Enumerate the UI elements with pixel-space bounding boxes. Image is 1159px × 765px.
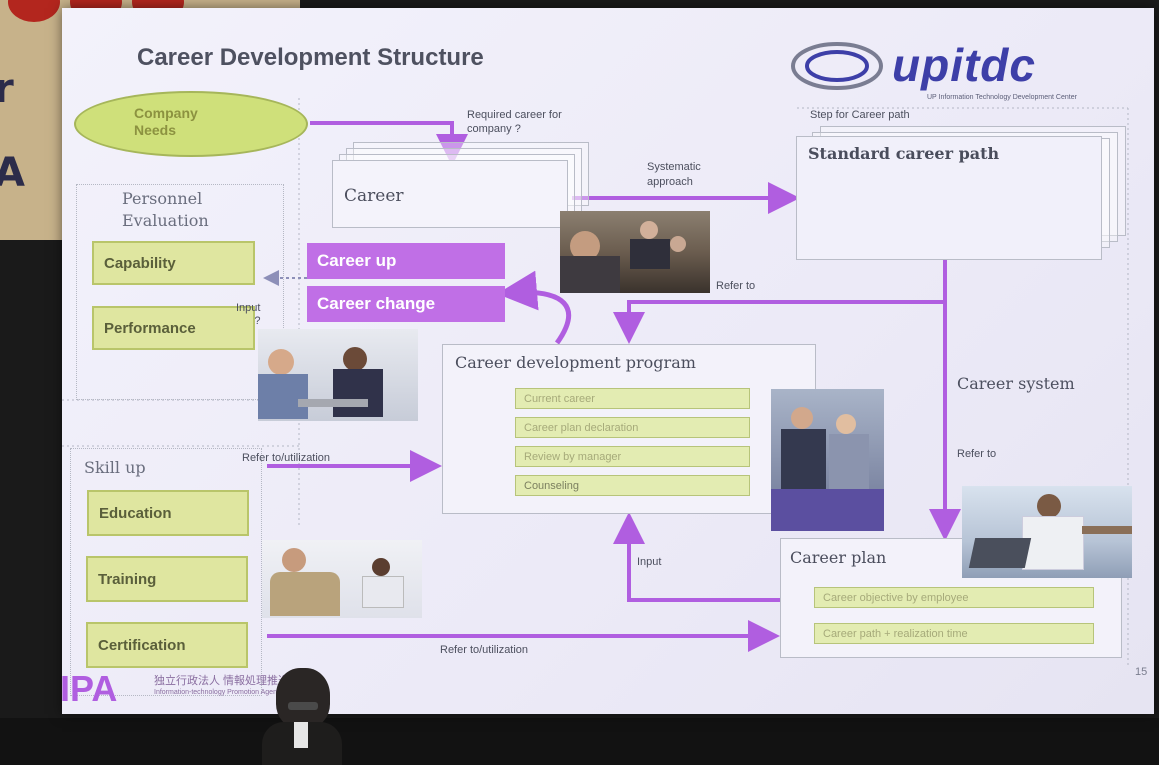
presenter-person bbox=[276, 668, 330, 728]
logo-subtitle: UP Information Technology Development Ce… bbox=[927, 94, 1077, 101]
career-label: Career bbox=[344, 186, 404, 206]
personnel-evaluation-frame bbox=[76, 184, 284, 400]
career-plan-path: Career path + realization time bbox=[814, 623, 1094, 644]
program-item-current-career: Current career bbox=[515, 388, 750, 409]
company-needs-label: Company Needs bbox=[134, 105, 198, 138]
presenter-body bbox=[262, 722, 342, 765]
study-photo bbox=[262, 540, 422, 618]
slide: Career Development Structure upitdc UP I… bbox=[60, 8, 1154, 714]
career-box bbox=[332, 160, 568, 228]
company-needs-ellipse bbox=[74, 91, 308, 157]
career-up-box: Career up bbox=[307, 243, 505, 279]
laptop-photo bbox=[962, 486, 1132, 578]
capability-box: Capability bbox=[92, 241, 255, 285]
career-system-label: Career system bbox=[957, 374, 1075, 393]
program-item-counseling: Counseling bbox=[515, 475, 750, 496]
logo-mark bbox=[790, 36, 885, 96]
program-item-review: Review by manager bbox=[515, 446, 750, 467]
agency-jp: 独立行政法人 情報処理推進機構 bbox=[154, 675, 312, 687]
career-plan-objective: Career objective by employee bbox=[814, 587, 1094, 608]
program-item-plan-declaration: Career plan declaration bbox=[515, 417, 750, 438]
education-box: Education bbox=[87, 490, 249, 536]
standard-path-box bbox=[796, 136, 1102, 260]
logo-text: upitdc bbox=[892, 39, 1036, 91]
career-program-box: Career development program Current caree… bbox=[442, 344, 816, 514]
performance-box: Performance bbox=[92, 306, 255, 350]
career-change-box: Career change bbox=[307, 286, 505, 322]
input-question-note: Input ? bbox=[236, 302, 261, 327]
slide-title: Career Development Structure bbox=[137, 44, 484, 71]
meeting-photo bbox=[560, 211, 710, 293]
input-label: Input bbox=[637, 556, 662, 568]
career-plan-title: Career plan bbox=[790, 548, 887, 567]
skill-up-frame bbox=[70, 448, 262, 696]
certification-box: Certification bbox=[86, 622, 248, 668]
skill-up-title: Skill up bbox=[84, 458, 146, 477]
handshake-photo bbox=[771, 389, 884, 531]
page-number: 15 bbox=[1135, 666, 1148, 678]
career-program-title: Career development program bbox=[455, 353, 696, 372]
required-career-note: Required career for company ? bbox=[467, 109, 562, 135]
ipa-brand: IPA bbox=[60, 668, 118, 709]
agency-en: Information-technology Promotion Agency,… bbox=[154, 689, 307, 696]
systematic-approach-note: Systematic approach bbox=[647, 161, 701, 188]
stage-floor bbox=[0, 718, 1159, 765]
standard-path-title: Standard career path bbox=[808, 144, 1000, 163]
refer-utilization-1: Refer to/utilization bbox=[242, 452, 331, 464]
refer-to-2: Refer to bbox=[957, 448, 997, 460]
training-box: Training bbox=[86, 556, 248, 602]
refer-to-1: Refer to bbox=[716, 280, 756, 292]
refer-utilization-2: Refer to/utilization bbox=[440, 644, 529, 656]
office-photo bbox=[258, 329, 418, 421]
step-note: Step for Career path bbox=[810, 109, 910, 121]
personnel-evaluation-title: Personnel Evaluation bbox=[122, 189, 209, 230]
